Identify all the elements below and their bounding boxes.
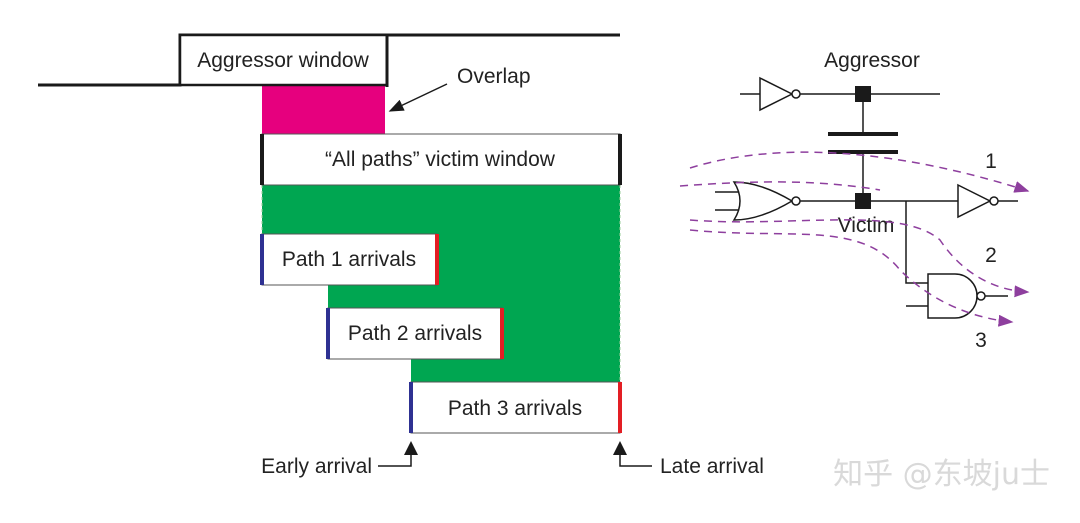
path-number-3: 3 — [975, 329, 987, 352]
nand-branch-wire — [905, 201, 928, 284]
nand-gate-icon — [927, 273, 978, 319]
path1-label: Path 1 arrivals — [282, 248, 416, 271]
path2-label: Path 2 arrivals — [348, 322, 482, 345]
victim-label: Victim — [838, 214, 895, 237]
aggressor-inverter-icon — [759, 76, 794, 112]
path2-box — [327, 307, 503, 360]
aggressor-inverter-bubble — [791, 89, 801, 99]
late-arrival-leader — [619, 455, 652, 467]
overlap-arrow — [388, 83, 448, 112]
path1-trace-upper — [689, 151, 1030, 193]
early-arrival-arrowhead — [404, 441, 418, 455]
nand-gate-bubble — [976, 291, 986, 301]
nor-gate-icon — [732, 181, 794, 221]
early-arrival-leader — [378, 455, 412, 467]
victim-node — [855, 193, 871, 209]
aggressor-label: Aggressor — [824, 49, 920, 72]
overlap-label: Overlap — [457, 65, 531, 88]
victim-window-label: “All paths” victim window — [325, 148, 556, 171]
receiver-inverter-bubble — [989, 196, 999, 206]
receiver-inverter-icon — [957, 183, 992, 219]
path3-trace — [689, 229, 1014, 327]
path1-box — [261, 233, 438, 286]
late-arrival-arrowhead — [613, 441, 627, 455]
nor-gate-bubble — [791, 196, 801, 206]
early-arrival-label: Early arrival — [261, 455, 372, 478]
path3-label: Path 3 arrivals — [448, 397, 582, 420]
overlap-region — [262, 86, 385, 134]
path-number-2: 2 — [985, 244, 997, 267]
aggressor-node — [855, 86, 871, 102]
victim-window-box — [261, 133, 621, 186]
aggressor-window-box — [178, 33, 389, 87]
path1-trace-lower — [679, 181, 881, 191]
aggressor-window-label: Aggressor window — [197, 49, 369, 72]
path2-trace — [689, 219, 1030, 298]
late-arrival-label: Late arrival — [660, 455, 764, 478]
watermark: 知乎 @东坡ju士 — [833, 457, 1050, 492]
path3-box — [410, 381, 621, 434]
path-number-1: 1 — [985, 150, 997, 173]
